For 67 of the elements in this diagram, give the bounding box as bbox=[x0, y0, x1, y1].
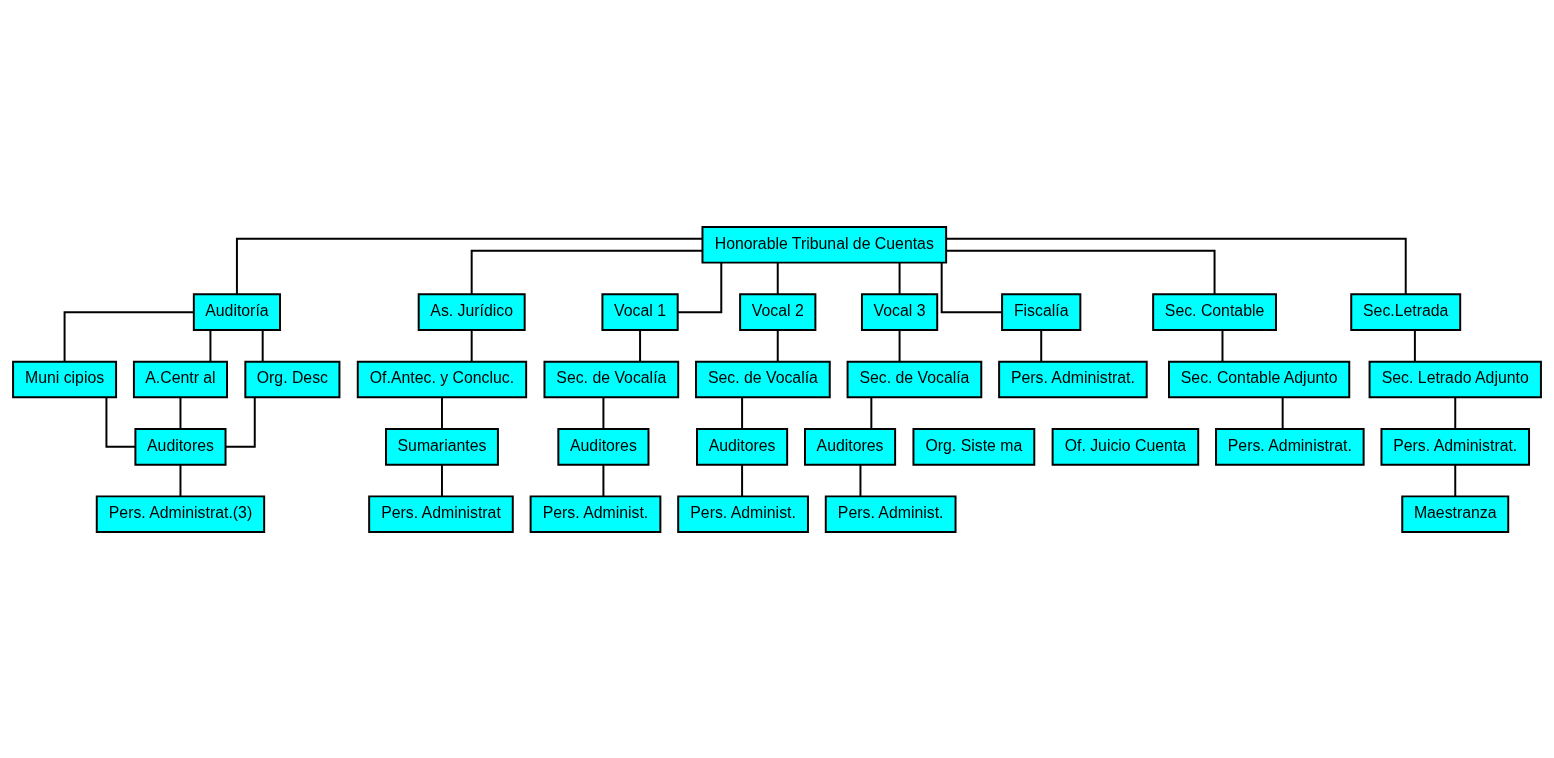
connector bbox=[179, 463, 182, 497]
node-box: Sec. de Vocalía bbox=[695, 360, 831, 398]
node-box: Sec. de Vocalía bbox=[846, 360, 983, 398]
node-box: Pers. Administ. bbox=[824, 494, 957, 533]
node-box: Pers. Administrat. bbox=[1380, 427, 1531, 466]
connector bbox=[440, 463, 443, 497]
node-box: Org. Desc bbox=[244, 360, 341, 398]
connector bbox=[1040, 328, 1043, 362]
node-box: Pers. Administrat. bbox=[998, 360, 1148, 398]
node-box: As. Jurídico bbox=[417, 292, 526, 331]
connector bbox=[105, 396, 137, 448]
connector bbox=[859, 463, 862, 497]
connector bbox=[940, 261, 1003, 313]
node-box: Auditores bbox=[804, 427, 897, 466]
node-box: Maestranza bbox=[1401, 494, 1510, 533]
connector bbox=[209, 328, 212, 362]
connector bbox=[945, 249, 1216, 295]
connector bbox=[602, 396, 605, 430]
connector bbox=[676, 261, 723, 313]
connector bbox=[63, 310, 195, 362]
connector bbox=[870, 396, 873, 430]
connector bbox=[776, 261, 779, 295]
node-box: Auditoría bbox=[192, 292, 281, 331]
connector bbox=[945, 237, 1407, 295]
connector bbox=[639, 328, 642, 362]
node-box: Muni cipios bbox=[12, 360, 118, 398]
connector bbox=[1454, 396, 1457, 430]
node-box: Vocal 2 bbox=[739, 292, 817, 331]
node-box: Of.Antec. y Concluc. bbox=[356, 360, 528, 398]
node-box: A.Centr al bbox=[132, 360, 228, 398]
connector bbox=[440, 396, 443, 430]
node-box: Sec.Letrada bbox=[1350, 292, 1462, 331]
node-box: Sec. Letrado Adjunto bbox=[1368, 360, 1542, 398]
node-box: Org. Siste ma bbox=[912, 427, 1036, 466]
connector bbox=[1281, 396, 1284, 430]
connector bbox=[741, 396, 744, 430]
node-box: Sumariantes bbox=[385, 427, 499, 466]
connector bbox=[470, 328, 473, 362]
connector bbox=[776, 328, 779, 362]
node-box: Pers. Administ. bbox=[529, 494, 662, 533]
node-box: Pers. Administrat.(3) bbox=[95, 494, 266, 533]
node-box: Sec. Contable Adjunto bbox=[1168, 360, 1351, 398]
node-box: Pers. Administrat bbox=[368, 494, 514, 533]
connector bbox=[179, 396, 182, 430]
connector bbox=[1221, 328, 1224, 362]
connector bbox=[602, 463, 605, 497]
connector bbox=[898, 261, 901, 295]
node-box: Pers. Administ. bbox=[677, 494, 809, 533]
connector bbox=[741, 463, 744, 497]
node-box: Sec. de Vocalía bbox=[543, 360, 680, 398]
node-box: Of. Juicio Cuenta bbox=[1051, 427, 1200, 466]
node-box: Sec. Contable bbox=[1152, 292, 1277, 331]
node-box: Auditores bbox=[134, 427, 227, 466]
connector bbox=[1454, 463, 1457, 497]
node-box: Auditores bbox=[557, 427, 650, 466]
node-box: Honorable Tribunal de Cuentas bbox=[701, 225, 948, 264]
connector bbox=[1413, 328, 1416, 362]
node-box: Fiscalía bbox=[1001, 292, 1082, 331]
node-box: Vocal 3 bbox=[860, 292, 939, 331]
connector bbox=[898, 328, 901, 362]
node-box: Auditores bbox=[696, 427, 789, 466]
node-box: Pers. Administrat. bbox=[1215, 427, 1365, 466]
connector bbox=[470, 249, 704, 295]
node-box: Vocal 1 bbox=[601, 292, 679, 331]
connector bbox=[235, 237, 704, 295]
connector bbox=[261, 328, 264, 362]
connector bbox=[224, 396, 256, 448]
